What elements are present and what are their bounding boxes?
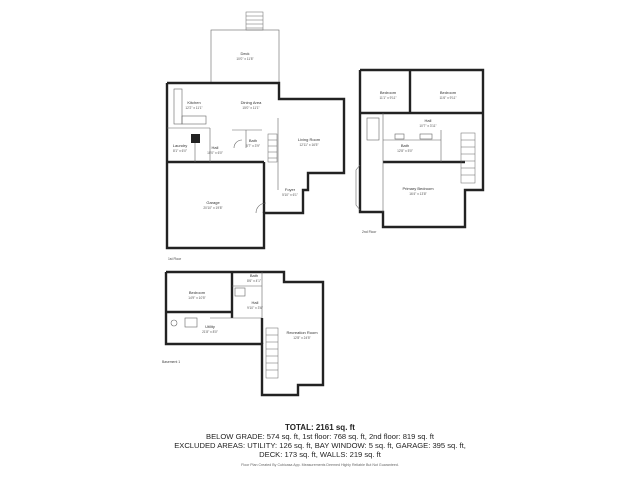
foyer-dims: 5'10" x 6'1"	[282, 193, 298, 197]
hall1-dims: 10'0" x 6'0"	[207, 151, 223, 155]
bath2-name: Bath	[401, 143, 409, 148]
basement-walls	[164, 270, 325, 397]
kitchen-name: Kitchen	[187, 100, 200, 105]
bathB-dims: 8'6" x 4'1"	[247, 279, 261, 283]
hall1-name: Hall	[212, 145, 219, 150]
first-floor-tag: 1st Floor	[168, 257, 182, 261]
living-name: Living Room	[298, 137, 321, 142]
bath1-name: Bath	[249, 138, 257, 143]
utility-name: Utility	[205, 324, 215, 329]
basement-stairs	[265, 327, 279, 379]
total-area: TOTAL: 2161 sq. ft	[285, 423, 355, 432]
first-floor-plan	[165, 11, 346, 250]
bed2a-dims: 11'1" x 9'11"	[379, 96, 396, 100]
bath1-dims: 5'7" x 3'9"	[246, 144, 260, 148]
deck-dims: 10'0" x 11'8"	[236, 57, 253, 61]
basement-plan	[164, 270, 325, 397]
area-breakdown-line-3: DECK: 173 sq. ft, WALLS: 219 sq. ft	[259, 450, 381, 459]
hall2-dims: 10'7" x 3'11"	[419, 124, 436, 128]
laundry-dims: 8'1" x 6'0"	[173, 149, 187, 153]
first-floor-walls	[165, 81, 346, 250]
rec-name: Recreation Room	[286, 330, 318, 335]
disclaimer-credit: Floor Plan Created By Cubicasa App. Meas…	[241, 463, 399, 467]
deck-name: Deck	[240, 51, 249, 56]
first-floor-stairs	[267, 133, 278, 163]
fridge	[191, 134, 200, 143]
second-floor-stairs	[460, 132, 476, 184]
rec-dims: 12'8" x 24'5"	[293, 336, 310, 340]
bed2a-name: Bedroom	[380, 90, 397, 95]
garage-name: Garage	[206, 200, 220, 205]
bed2b-dims: 11'6" x 9'11"	[439, 96, 456, 100]
foyer-name: Foyer	[285, 187, 296, 192]
living-dims: 12'11" x 16'5"	[299, 143, 318, 147]
dining-dims: 15'0" x 11'1"	[242, 106, 259, 110]
hall2-name: Hall	[425, 118, 432, 123]
bedB-name: Bedroom	[189, 290, 206, 295]
kitchen-dims: 12'2" x 11'1"	[185, 106, 202, 110]
dining-name: Dining Area	[241, 100, 262, 105]
primary-dims: 16'4" x 13'8"	[409, 192, 426, 196]
area-breakdown-line-1: BELOW GRADE: 574 sq. ft, 1st floor: 768 …	[206, 432, 434, 441]
garage-dims: 20'10" x 19'8"	[203, 206, 222, 210]
second-floor-tag: 2nd Floor	[362, 230, 377, 234]
second-floor-plan	[355, 68, 485, 229]
bathB-name: Bath	[250, 273, 258, 278]
area-breakdown-line-2: EXCLUDED AREAS: UTILITY: 126 sq. ft, BAY…	[174, 441, 466, 450]
room-labels: Deck 10'0" x 11'8" Kitchen 12'2" x 11'1"…	[162, 51, 457, 364]
hallB-dims: 9'10" x 3'6"	[247, 306, 263, 310]
utility-dims: 21'8" x 8'0"	[202, 330, 218, 334]
laundry-name: Laundry	[173, 143, 187, 148]
bedB-dims: 14'9" x 10'5"	[188, 296, 205, 300]
second-floor-walls	[358, 68, 485, 229]
hallB-name: Hall	[252, 300, 259, 305]
basement-tag: Basement 1	[162, 360, 180, 364]
bath2-dims: 12'8" x 5'0"	[397, 149, 413, 153]
primary-name: Primary Bedroom	[402, 186, 434, 191]
deck-stairs	[245, 11, 264, 31]
bed2b-name: Bedroom	[440, 90, 457, 95]
